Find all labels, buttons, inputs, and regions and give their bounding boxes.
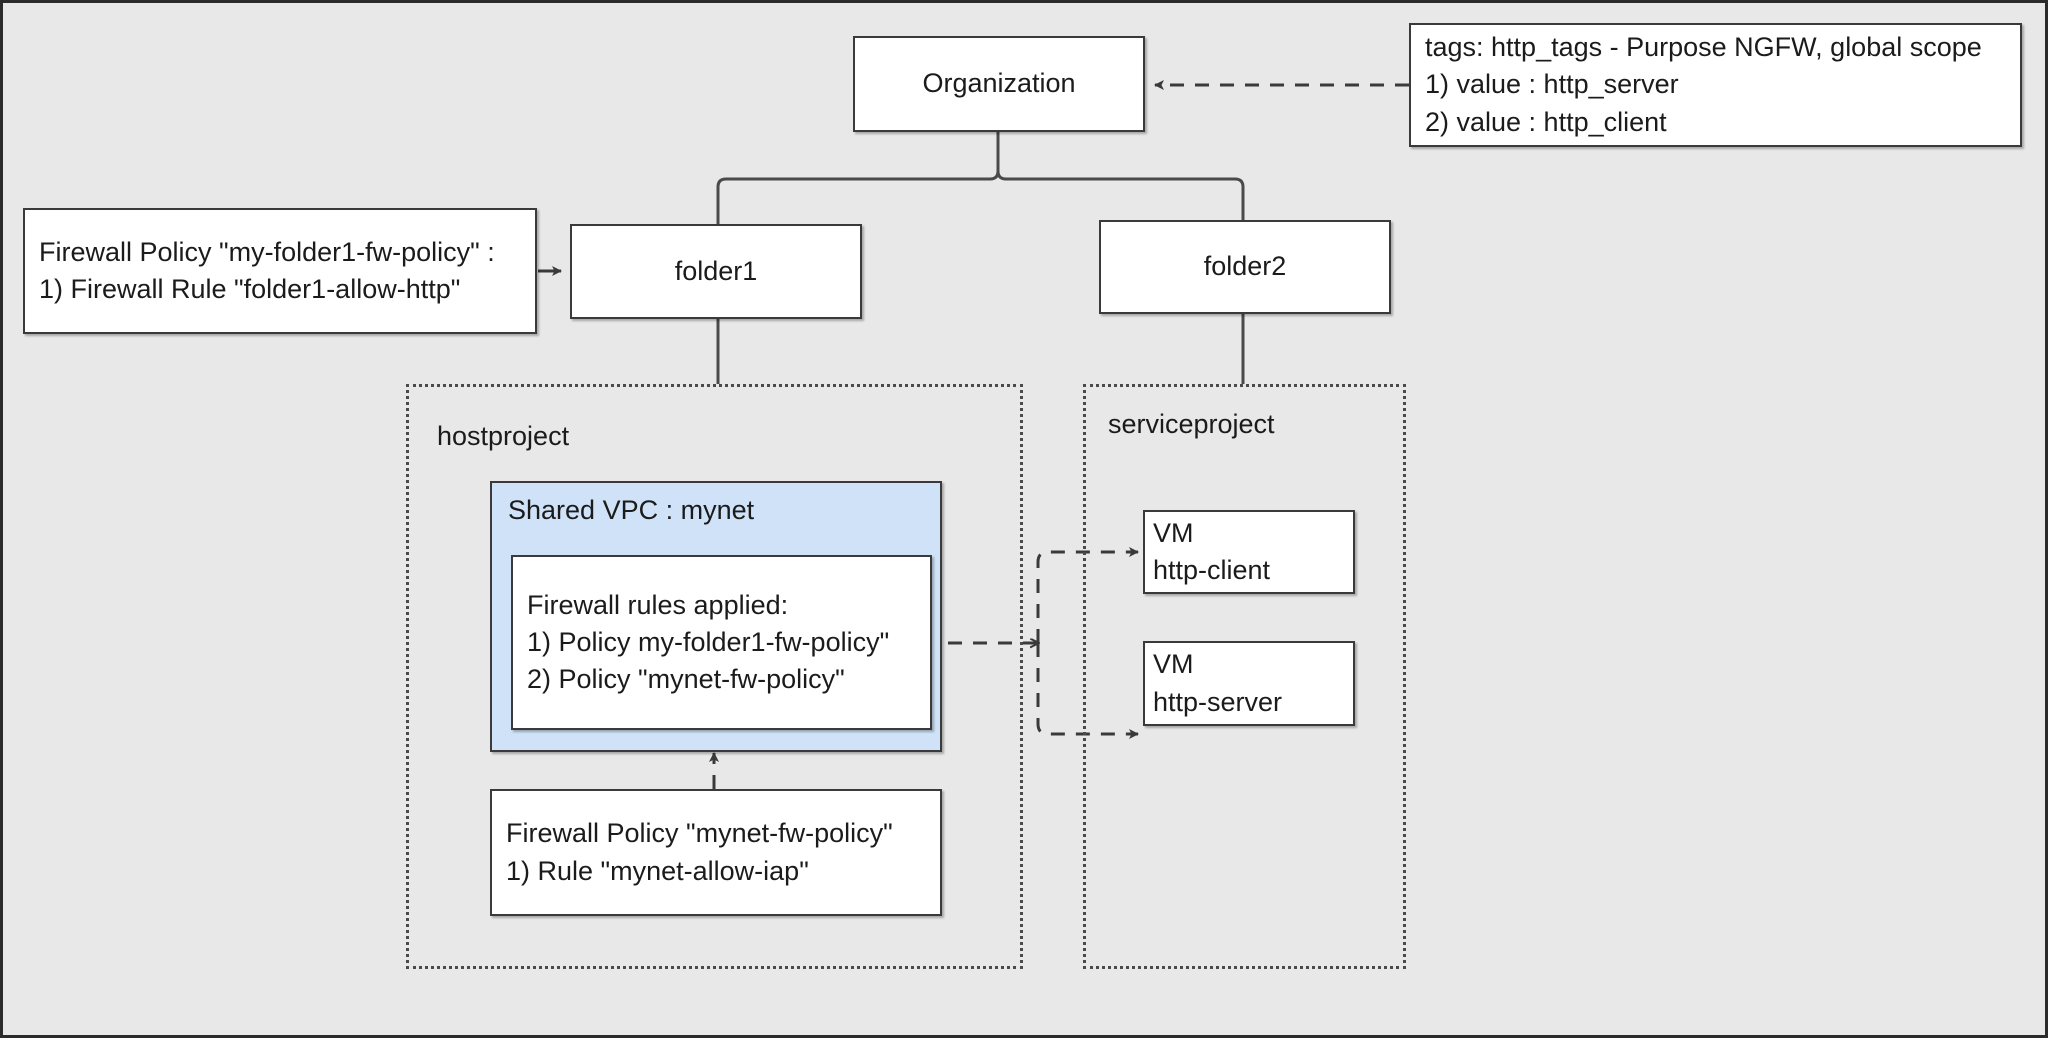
node-organization-label: Organization <box>922 68 1076 99</box>
node-folder2-label: folder2 <box>1203 251 1287 282</box>
note-folder1-firewall-policy[interactable]: Firewall Policy "my-folder1-fw-policy" :… <box>23 208 537 334</box>
note-tags-line-2: 1) value : http_server <box>1425 69 1679 100</box>
node-folder1-label: folder1 <box>674 255 758 286</box>
applied-rules-line-3: 2) Policy "mynet-fw-policy" <box>527 664 845 695</box>
container-serviceproject <box>1083 384 1406 969</box>
note-tags-line-3: 2) value : http_client <box>1425 106 1667 137</box>
node-folder1[interactable]: folder1 <box>570 224 862 319</box>
vm-http-server-line-2: http-server <box>1153 686 1283 717</box>
edge-org-to-folders <box>716 132 1000 224</box>
note-folder1-policy-line-1: Firewall Policy "my-folder1-fw-policy" : <box>39 236 495 267</box>
note-applied-firewall-rules[interactable]: Firewall rules applied: 1) Policy my-fol… <box>511 555 932 730</box>
vm-http-client-line-1: VM <box>1153 517 1194 548</box>
mynet-policy-line-2: 1) Rule "mynet-allow-iap" <box>506 855 809 886</box>
edge-org-to-folder2 <box>996 170 1245 220</box>
vm-http-client-line-2: http-client <box>1153 555 1271 585</box>
applied-rules-line-2: 1) Policy my-folder1-fw-policy" <box>527 626 890 657</box>
node-organization[interactable]: Organization <box>853 36 1145 132</box>
node-vm-http-client[interactable]: VM http-client <box>1143 510 1355 594</box>
node-shared-vpc-title: Shared VPC : mynet <box>508 495 755 525</box>
container-serviceproject-label: serviceproject <box>1108 409 1275 439</box>
applied-rules-line-1: Firewall rules applied: <box>527 589 789 620</box>
node-vm-http-server[interactable]: VM http-server <box>1143 641 1355 726</box>
container-hostproject <box>406 384 1023 969</box>
note-tags[interactable]: tags: http_tags - Purpose NGFW, global s… <box>1409 23 2022 147</box>
vm-http-server-line-1: VM <box>1153 649 1194 680</box>
note-tags-line-1: tags: http_tags - Purpose NGFW, global s… <box>1425 32 1982 63</box>
node-folder2[interactable]: folder2 <box>1099 220 1391 314</box>
connector-layer <box>538 80 1409 789</box>
note-mynet-firewall-policy[interactable]: Firewall Policy "mynet-fw-policy" 1) Rul… <box>490 789 942 916</box>
mynet-policy-line-1: Firewall Policy "mynet-fw-policy" <box>506 818 893 849</box>
container-hostproject-label: hostproject <box>437 421 570 451</box>
note-folder1-policy-line-2: 1) Firewall Rule "folder1-allow-http" <box>39 274 461 304</box>
